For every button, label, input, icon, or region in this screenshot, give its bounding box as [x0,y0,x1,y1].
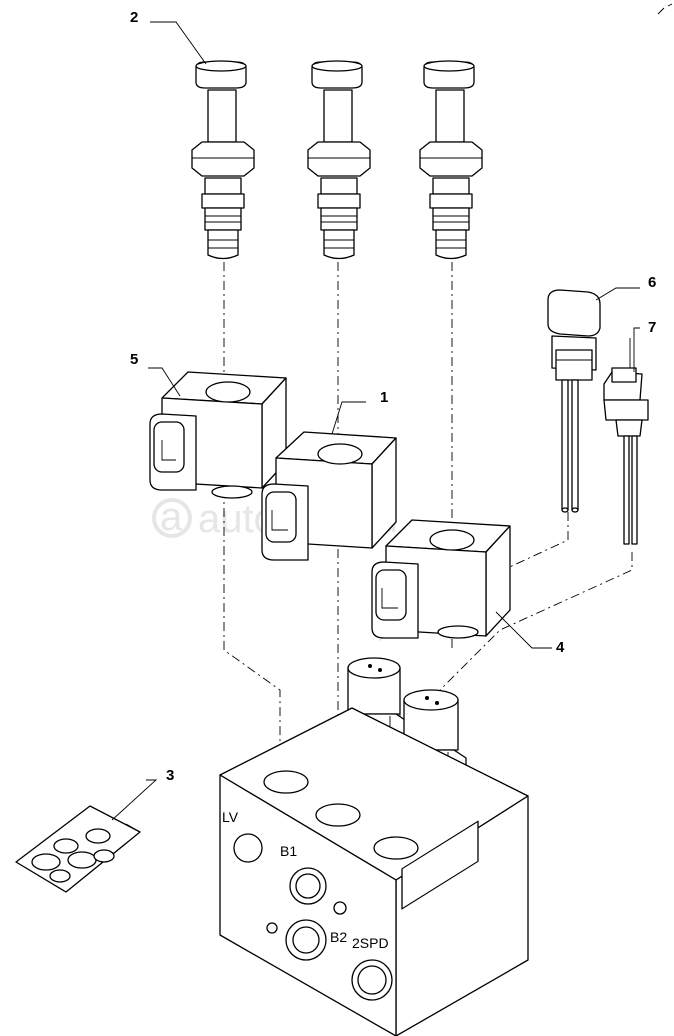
callout-labels: 2 5 1 6 7 4 3 [130,9,656,784]
port-label-2spd: 2SPD [352,935,389,951]
leader-lines [111,21,640,821]
solenoid-coil-5 [149,371,287,499]
callout-4: 4 [556,639,565,656]
seal-kit-bag [15,805,141,893]
cartridge-valve-1 [191,60,255,260]
port-label-lv: LV [222,809,239,825]
callout-7: 7 [648,319,656,336]
callout-2: 2 [130,9,138,26]
valve-manifold-block: LV B1 B2 2SPD [219,707,529,1036]
solenoid-coil-4 [371,519,511,639]
callout-6: 6 [648,274,656,291]
cartridge-valve-3 [419,60,483,260]
cartridge-valve-2 [307,60,371,260]
port-label-b1: B1 [280,843,297,859]
callout-1: 1 [380,389,388,406]
svg-text:a: a [160,495,183,539]
electrical-connector-7 [603,338,649,545]
callout-3: 3 [166,767,174,784]
solenoid-coil-1 [261,431,397,561]
port-label-b2: B2 [330,929,347,945]
electrical-connector-6 [547,289,601,513]
corner-mark-icon [657,3,673,15]
callout-5: 5 [130,351,138,368]
